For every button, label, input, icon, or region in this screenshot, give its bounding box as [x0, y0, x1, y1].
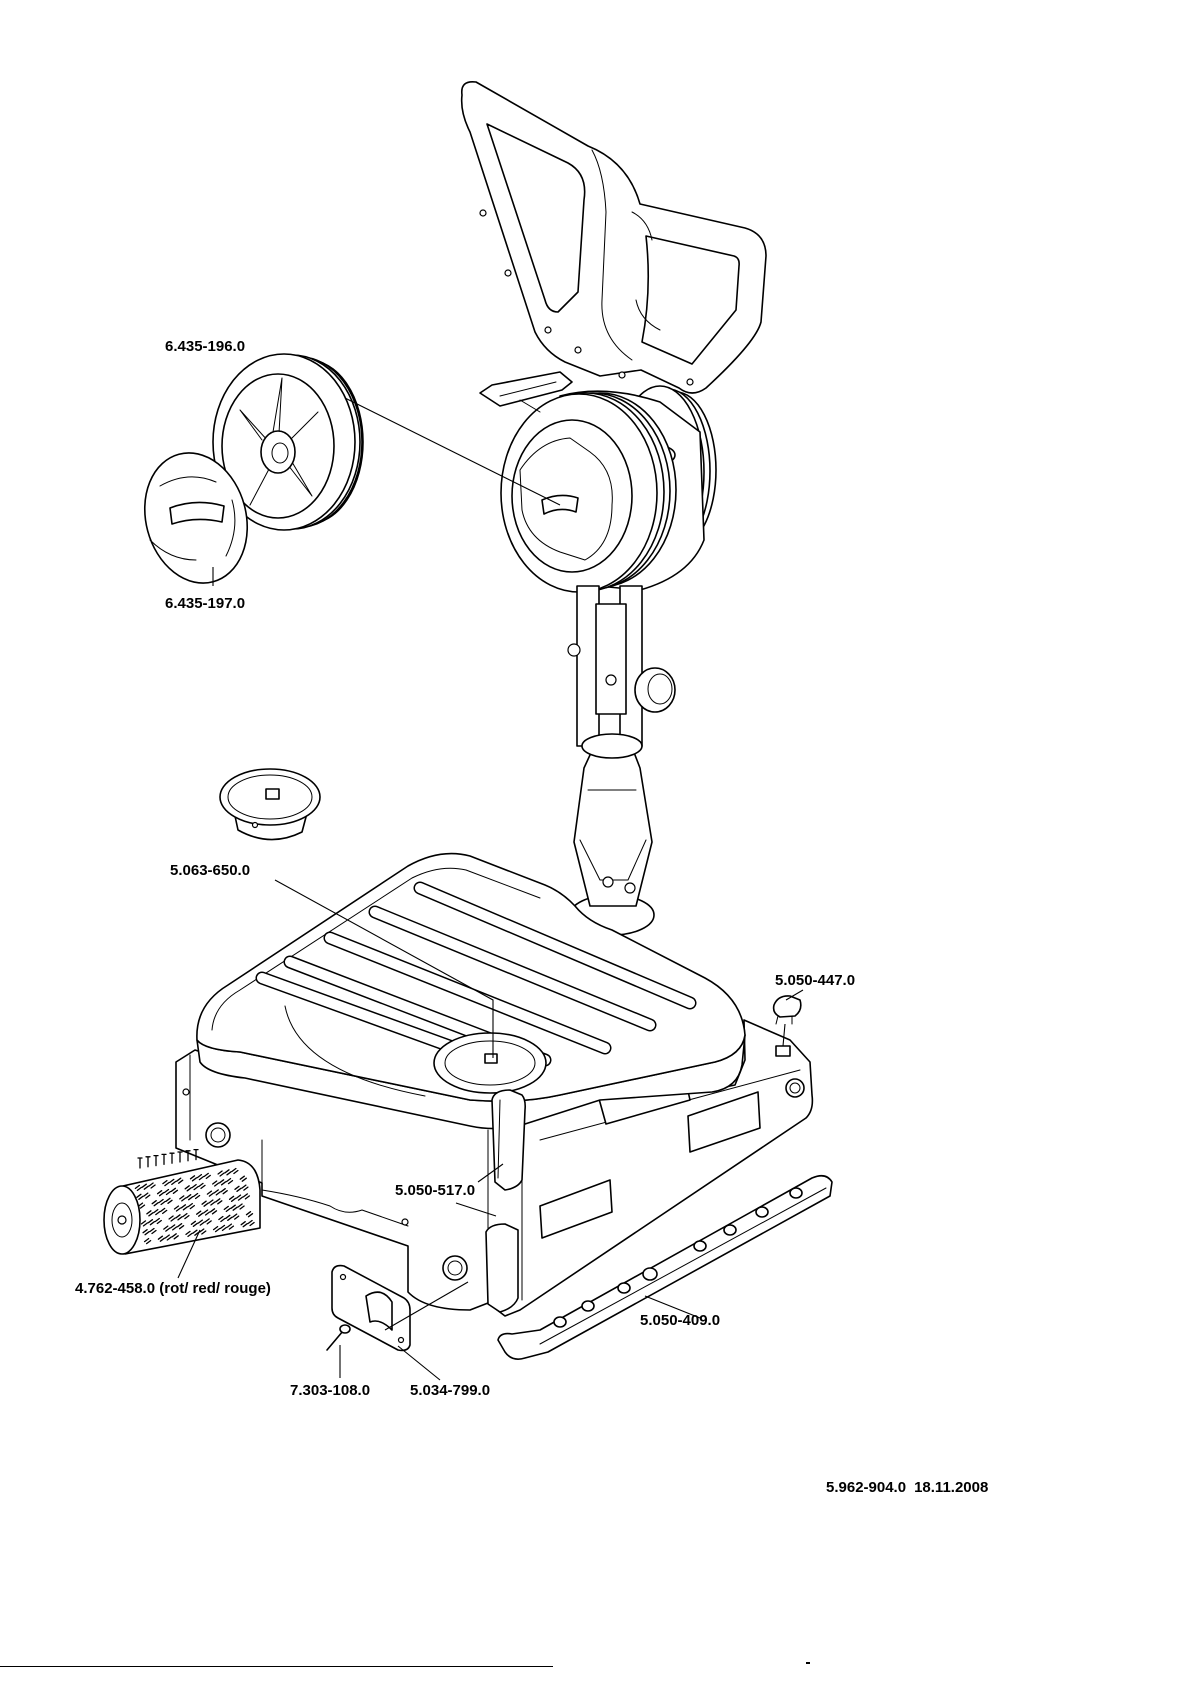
- label-plate: 5.034-799.0: [410, 1382, 490, 1400]
- screw-head: [402, 1219, 408, 1225]
- label-wheel-cap: 6.435-197.0: [165, 595, 245, 613]
- screw-head: [545, 327, 551, 333]
- tank-cap-symbol: [266, 789, 279, 799]
- tank-cap-tab: [253, 823, 258, 828]
- squeegee-stud: [582, 1301, 594, 1311]
- column-clamp: [596, 604, 626, 714]
- screw-head: [340, 1325, 350, 1333]
- page-bottom-rule: [0, 1666, 553, 1667]
- column-collar: [582, 734, 642, 758]
- clamp-knob: [635, 668, 675, 712]
- squeegee-stud: [756, 1207, 768, 1217]
- squeegee-stud: [554, 1317, 566, 1327]
- column: [568, 586, 675, 935]
- plate-hole: [399, 1338, 404, 1343]
- pivot-pin: [603, 877, 613, 887]
- document-date: 18.11.2008: [914, 1479, 988, 1496]
- handle-frame: [462, 82, 766, 393]
- squeegee-stud: [618, 1283, 630, 1293]
- screw-head: [505, 270, 511, 276]
- lid-fill-cap-symbol: [485, 1054, 497, 1063]
- document-number: 5.962-904.0: [826, 1479, 906, 1496]
- squeegee-stud: [724, 1225, 736, 1235]
- screw-shaft: [327, 1331, 343, 1350]
- mounting-hole: [206, 1123, 230, 1147]
- wheel-hub: [261, 431, 295, 473]
- small-cap: [774, 996, 801, 1024]
- assembled-wheels: [480, 372, 716, 592]
- handle: [462, 82, 766, 393]
- label-small-cap: 5.050-447.0: [775, 972, 855, 990]
- bumper-lower: [486, 1224, 518, 1312]
- brush-axle: [118, 1216, 126, 1224]
- label-tank-cap: 5.063-650.0: [170, 862, 250, 880]
- screw: [327, 1325, 350, 1350]
- clamp-stud: [568, 644, 580, 656]
- label-bumper: 5.050-517.0: [395, 1182, 475, 1200]
- screw-head: [480, 210, 486, 216]
- squeegee-stud: [643, 1268, 657, 1280]
- label-wheel: 6.435-196.0: [165, 338, 245, 356]
- screw-head: [619, 372, 625, 378]
- mounting-hole: [786, 1079, 804, 1097]
- cover-plate: [332, 1266, 410, 1351]
- screw-head: [575, 347, 581, 353]
- screw-head: [183, 1089, 189, 1095]
- mounting-hole: [443, 1256, 467, 1280]
- label-brush: 4.762-458.0 (rot/ red/ rouge): [75, 1280, 271, 1298]
- page-bottom-mark: [806, 1662, 810, 1664]
- pivot-pin: [625, 883, 635, 893]
- document-footer: 5.962-904.0 18.11.2008: [826, 1479, 988, 1497]
- leader-plate: [398, 1346, 440, 1380]
- bumper-upper: [492, 1090, 525, 1190]
- brush-roller: [104, 1150, 260, 1254]
- squeegee-stud: [694, 1241, 706, 1251]
- cap-mount: [776, 1046, 790, 1056]
- screw-head: [687, 379, 693, 385]
- plate-hole: [341, 1275, 346, 1280]
- squeegee-stud: [790, 1188, 802, 1198]
- clamp-screw: [606, 675, 616, 685]
- tank-cap: [220, 769, 320, 840]
- label-screw: 7.303-108.0: [290, 1382, 370, 1400]
- label-squeegee-bar: 5.050-409.0: [640, 1312, 720, 1330]
